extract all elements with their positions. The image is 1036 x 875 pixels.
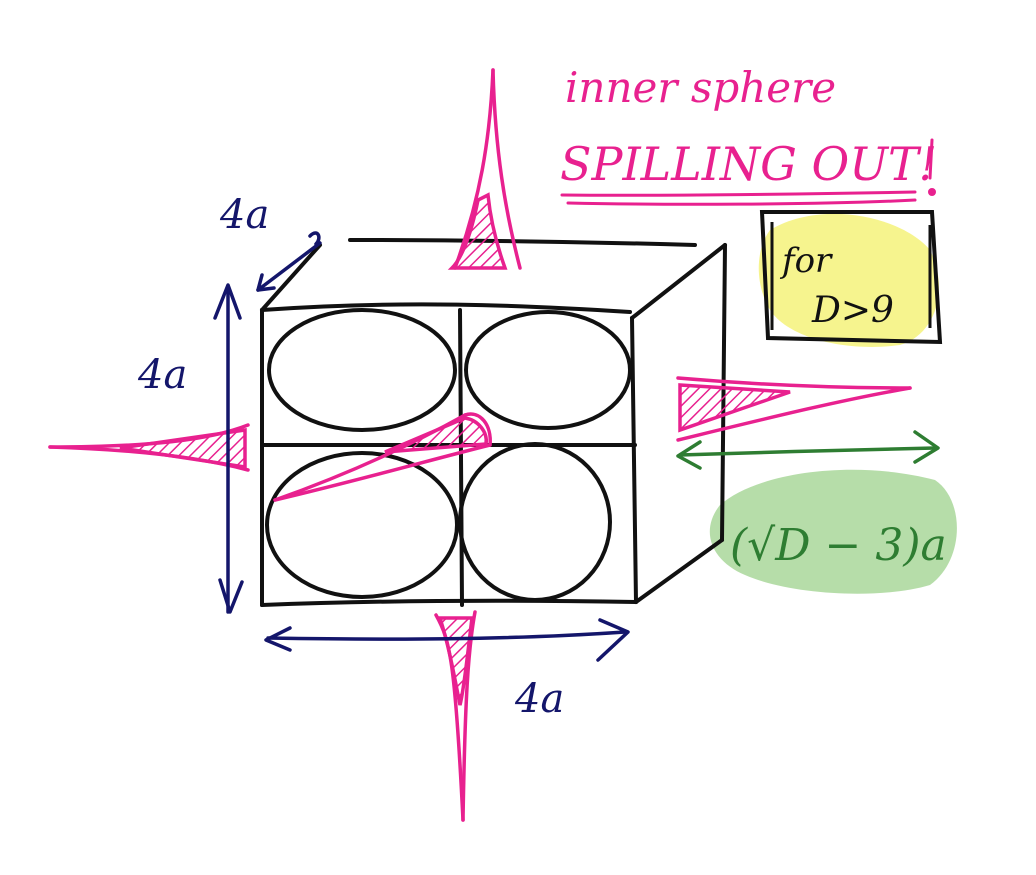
annotation-underline xyxy=(560,138,936,206)
cube-back-top xyxy=(348,238,697,247)
cube-center-vertical xyxy=(458,308,464,607)
cube-front-bottom xyxy=(260,598,638,607)
condition-line2: D>9 xyxy=(811,290,894,331)
dimension-arrows xyxy=(213,231,630,662)
depth-label: 4a xyxy=(219,192,269,238)
cube-front-top xyxy=(260,302,632,314)
condition-box xyxy=(759,210,943,345)
green-highlight xyxy=(709,469,957,594)
circle-bottom-right xyxy=(458,442,612,602)
spill-label: (√D − 3)a xyxy=(730,520,947,571)
spike-diagonal xyxy=(273,412,492,502)
circle-top-right xyxy=(464,310,632,430)
height-arrow xyxy=(213,283,244,614)
width-label: 4a xyxy=(514,676,564,722)
spike-top xyxy=(447,68,522,270)
cube xyxy=(260,238,727,607)
spike-left xyxy=(48,423,250,472)
width-arrow xyxy=(264,618,630,662)
annotation-line1: inner sphere xyxy=(565,63,836,112)
cube-top-right-edge xyxy=(630,243,727,320)
circle-bottom-left xyxy=(265,451,459,599)
condition-line1: for xyxy=(779,241,833,281)
cube-bottom-right-edge xyxy=(634,538,724,604)
circle-top-left xyxy=(267,308,457,432)
cube-front-right xyxy=(630,316,638,604)
yellow-highlight xyxy=(758,213,939,347)
spill-arrow xyxy=(676,430,940,470)
annotation-line2: SPILLING OUT! xyxy=(560,137,937,191)
cube-top-left-edge xyxy=(260,243,322,312)
inner-circles xyxy=(265,308,632,602)
depth-arrow xyxy=(256,231,322,292)
spike-right xyxy=(676,376,912,442)
spike-bottom xyxy=(434,610,477,822)
height-label: 4a xyxy=(137,352,187,398)
inner-sphere-spikes xyxy=(48,68,912,822)
